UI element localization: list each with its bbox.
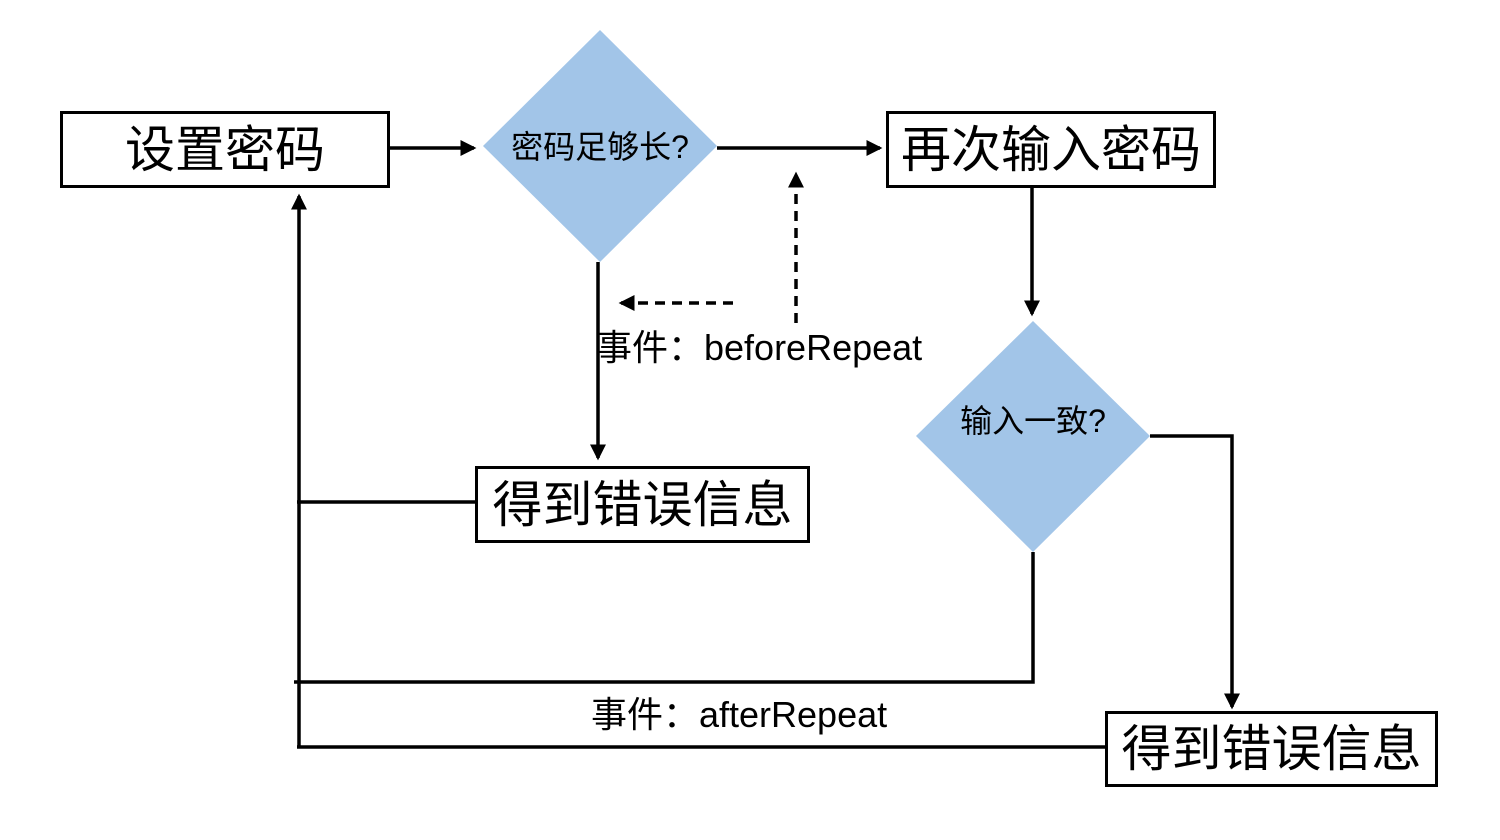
- decision-diamond-match-check: [916, 321, 1150, 552]
- connector-match-check-to-riser: [294, 552, 1035, 684]
- connector-match-check-to-error-bottom: [1150, 434, 1241, 710]
- node-length-check-label: 密码足够长?: [511, 129, 689, 165]
- node-error-message-mid-label: 得到错误信息: [492, 476, 793, 533]
- node-error-message-mid: 得到错误信息: [475, 466, 810, 543]
- event-label-after-repeat: 事件：afterRepeat: [591, 694, 888, 735]
- node-set-password: 设置密码: [60, 111, 390, 188]
- node-set-password-label: 设置密码: [125, 121, 325, 178]
- node-repeat-password-label: 再次输入密码: [901, 121, 1201, 178]
- decision-diamond-length-check: [483, 30, 717, 262]
- node-repeat-password: 再次输入密码: [886, 111, 1216, 188]
- node-match-check-label: 输入一致?: [960, 403, 1106, 439]
- node-error-message-bottom-label: 得到错误信息: [1121, 721, 1422, 777]
- event-label-before-repeat: 事件：beforeRepeat: [596, 327, 923, 368]
- node-error-message-bottom: 得到错误信息: [1105, 711, 1438, 787]
